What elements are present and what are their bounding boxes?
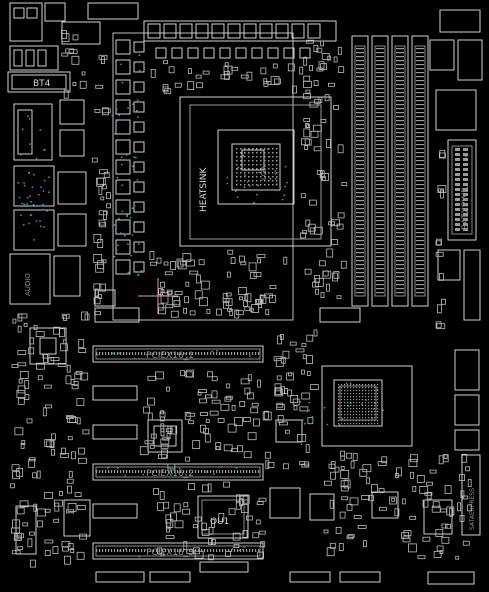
cpu-socket bbox=[217, 129, 295, 205]
label-sata-express: SATAEXPRESS bbox=[469, 488, 476, 530]
label-pcie-2: PCIEX16_2 bbox=[146, 469, 194, 479]
via-dots bbox=[17, 50, 469, 558]
label-ou1: OU1 bbox=[210, 517, 229, 527]
label-bt4: BT4 bbox=[33, 79, 51, 89]
pcie-x1-slot-c bbox=[92, 503, 138, 519]
label-eatxpwr: EATXPWR bbox=[461, 187, 471, 230]
bottom-edge-headers bbox=[95, 561, 475, 585]
pcie-x1-slot-b bbox=[92, 424, 138, 440]
sata-express-port bbox=[454, 349, 481, 536]
chipset-pch bbox=[321, 365, 413, 447]
label-audio: AUDIO bbox=[24, 273, 32, 296]
pcie-x1-slot-a bbox=[92, 385, 138, 401]
dimm-slots bbox=[351, 35, 429, 307]
crosshair-marker bbox=[138, 278, 178, 314]
label-pcie-3: PCIEX16_3 bbox=[146, 548, 194, 558]
eatx-power-connector bbox=[447, 139, 477, 241]
vrm-region bbox=[112, 20, 337, 321]
rear-io-stack bbox=[9, 99, 87, 305]
label-pcie-1: PCIEX16_1 bbox=[146, 351, 194, 361]
connector-pins bbox=[96, 48, 468, 552]
right-edge-components bbox=[319, 9, 483, 323]
label-cpu-socket: LGA bbox=[260, 166, 268, 180]
label-heatsink: HEATSINK bbox=[199, 166, 209, 212]
rear-io-top bbox=[9, 2, 139, 71]
bios-battery bbox=[7, 71, 71, 93]
cpu-heatsink bbox=[179, 96, 332, 247]
passive-components bbox=[10, 30, 473, 568]
